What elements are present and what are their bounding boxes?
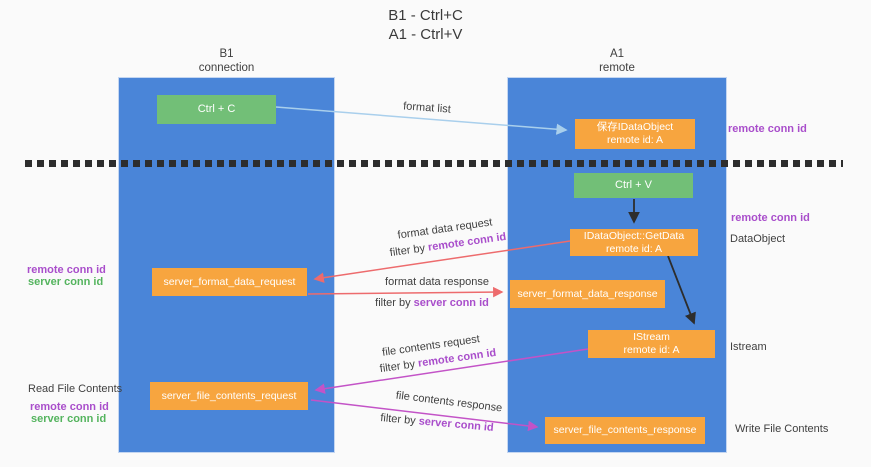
server-format-data-response-box: server_format_data_response [510, 280, 665, 308]
istream-side-label: Istream [730, 341, 767, 353]
server-file-contents-response-box: server_file_contents_response [545, 417, 705, 444]
ctrl-v-box: Ctrl + V [574, 173, 693, 198]
format-data-response-label: format data response [385, 276, 489, 288]
filter-by-server-conn-id-label-1: filter by server conn id [375, 297, 489, 309]
filter-by-text: filter by [389, 241, 429, 260]
server-file-contents-response-label: server_file_contents_response [553, 424, 697, 436]
getdata-line2: remote id: A [605, 242, 663, 255]
istream-box: IStream remote id: A [588, 330, 715, 358]
file-contents-response-label: file contents response [395, 389, 503, 415]
filter-by-text: filter by [379, 412, 420, 428]
title-line-1: B1 - Ctrl+C [388, 7, 463, 24]
filter-by-text: filter by [375, 297, 414, 309]
format-list-label: format list [402, 100, 452, 116]
right-remote-conn-id-2: remote conn id [731, 212, 810, 224]
left-server-conn-id-2: server conn id [31, 413, 107, 425]
server-file-contents-request-box: server_file_contents_request [150, 382, 308, 410]
save-idataobject-box: 保存IDataObject remote id: A [575, 119, 695, 149]
title-line-2: A1 - Ctrl+V [388, 26, 463, 43]
idataobject-getdata-box: IDataObject::GetData remote id: A [570, 229, 698, 256]
istream-line2: remote id: A [623, 344, 680, 356]
server-file-contents-request-label: server_file_contents_request [161, 389, 297, 402]
lane-a1-role: remote [599, 62, 635, 74]
diagram-title: B1 - Ctrl+C A1 - Ctrl+V [0, 6, 851, 44]
server-format-data-request-box: server_format_data_request [152, 268, 307, 296]
save-idataobject-line1: 保存IDataObject [596, 121, 674, 133]
write-file-contents-label: Write File Contents [735, 423, 829, 435]
server-conn-id-text: server conn id [413, 297, 489, 309]
lane-a1-name: A1 [609, 48, 625, 60]
left-remote-conn-id-2: remote conn id [30, 401, 109, 413]
server-conn-id-text: server conn id [418, 415, 495, 434]
left-server-conn-id-1: server conn id [28, 276, 104, 288]
lane-header-b1: B1 connection [119, 47, 334, 75]
save-idataobject-line2: remote id: A [606, 134, 664, 146]
server-format-data-request-label: server_format_data_request [163, 275, 296, 288]
ctrl-v-label: Ctrl + V [615, 179, 652, 191]
istream-line1: IStream [633, 331, 670, 343]
lane-header-a1: A1 remote [508, 47, 726, 75]
read-file-contents-label: Read File Contents [28, 383, 123, 395]
right-remote-conn-id-1: remote conn id [728, 123, 807, 135]
getdata-line1: IDataObject::GetData [583, 229, 685, 242]
ctrl-c-box: Ctrl + C [157, 95, 276, 124]
server-format-data-response-label: server_format_data_response [517, 287, 658, 300]
lane-b1-name: B1 [219, 48, 234, 60]
ctrl-c-label: Ctrl + C [197, 103, 236, 115]
phase-divider-dashed-line [25, 160, 843, 167]
filter-by-text: filter by [379, 357, 419, 376]
dataobject-label: DataObject [730, 233, 786, 245]
lane-b1-role: connection [198, 62, 255, 74]
filter-by-server-conn-id-label-2: filter by server conn id [380, 412, 494, 434]
arrow-format-data-response [307, 286, 504, 298]
left-remote-conn-id-1: remote conn id [27, 264, 106, 276]
